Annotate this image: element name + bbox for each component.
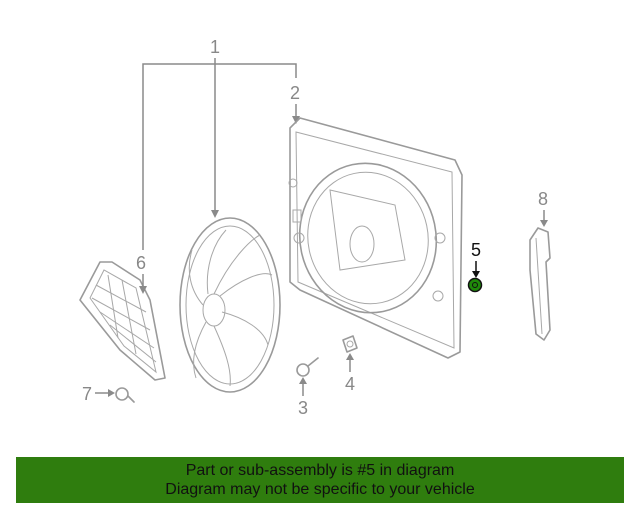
- callout-5-group[interactable]: 5: [471, 240, 481, 278]
- callout-1-group[interactable]: 1: [142, 37, 297, 250]
- grommet-4[interactable]: [342, 335, 358, 353]
- fan-shroud[interactable]: [286, 117, 463, 359]
- callout-2-arrow: [292, 116, 300, 124]
- callout-6-group[interactable]: 6: [136, 253, 147, 294]
- banner-line-2: Diagram may not be specific to your vehi…: [165, 481, 475, 498]
- callout-7-label: 7: [82, 384, 92, 404]
- side-seal-8[interactable]: [529, 227, 551, 341]
- callout-3-group[interactable]: 3: [298, 377, 308, 418]
- callout-2-label: 2: [290, 83, 300, 103]
- callout-8-arrow: [540, 220, 548, 227]
- callout-7-arrow: [108, 389, 115, 397]
- callout-3-label: 3: [298, 398, 308, 418]
- banner-line-1: Part or sub-assembly is #5 in diagram: [185, 462, 455, 479]
- callout-4-arrow: [346, 353, 354, 360]
- callout-4-label: 4: [345, 374, 355, 394]
- callout-5-label: 5: [471, 240, 481, 260]
- nut-5-highlighted[interactable]: [467, 277, 483, 293]
- callout-1-arrow: [211, 210, 219, 218]
- callout-bracket: [142, 63, 297, 250]
- callout-5-arrow: [472, 271, 480, 278]
- fan-blade[interactable]: [179, 217, 281, 393]
- bolt-3[interactable]: [296, 357, 319, 377]
- bolt-7[interactable]: [115, 387, 135, 403]
- callout-6-label: 6: [136, 253, 146, 273]
- callout-4-group[interactable]: 4: [345, 353, 355, 394]
- callout-1-label: 1: [210, 37, 220, 57]
- info-banner: Part or sub-assembly is #5 in diagram Di…: [16, 457, 624, 503]
- callout-6-arrow: [139, 286, 147, 294]
- callout-3-arrow: [299, 377, 307, 384]
- fan-guard[interactable]: [79, 261, 166, 381]
- callout-8-label: 8: [538, 189, 548, 209]
- callout-2-group[interactable]: 2: [290, 83, 300, 124]
- callout-8-group[interactable]: 8: [538, 189, 548, 227]
- callout-7-group[interactable]: 7: [82, 384, 115, 404]
